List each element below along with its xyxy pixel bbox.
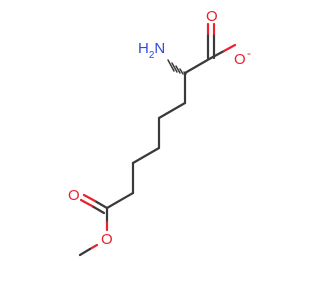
- bond-c8-o-double-a-o: [82, 193, 97, 203]
- molecule-structure-diagram: H2N O O - O O: [68, 8, 251, 257]
- atom-label-nh2: H2N: [138, 40, 165, 61]
- atom-nitrogen-h-count: 2: [149, 50, 155, 61]
- bond-o-methyl: [78, 247, 92, 257]
- bond-c1-c2: [183, 56, 213, 75]
- bond-c1-o-single: [209, 49, 226, 60]
- bond-c3-c4: [157, 101, 187, 120]
- bond-c1-o-single-o: [222, 43, 237, 53]
- bond-c7-c8: [105, 191, 135, 210]
- atom-nitrogen-element: N: [154, 40, 165, 57]
- atom-label-oxygen-carboxyl-top: O: [206, 8, 218, 25]
- bond-c8-o-double-a: [93, 199, 109, 210]
- bond-o-methyl-o: [88, 243, 99, 251]
- atom-label-oxygen-ester-ether: O: [101, 231, 113, 248]
- atom-label-oxygen-ester-carbonyl: O: [68, 187, 80, 204]
- charge-label-carboxylate: -: [247, 46, 251, 60]
- bond-c8-o-double-b: [90, 204, 106, 215]
- atom-label-oxygen-carboxylate: O: [234, 51, 246, 68]
- stereo-hashed-wedge: [167, 59, 187, 75]
- atom-nitrogen-symbol: H: [138, 40, 149, 57]
- bond-c5-c6: [131, 146, 161, 165]
- bond-c8-o-double-b-o: [79, 198, 94, 208]
